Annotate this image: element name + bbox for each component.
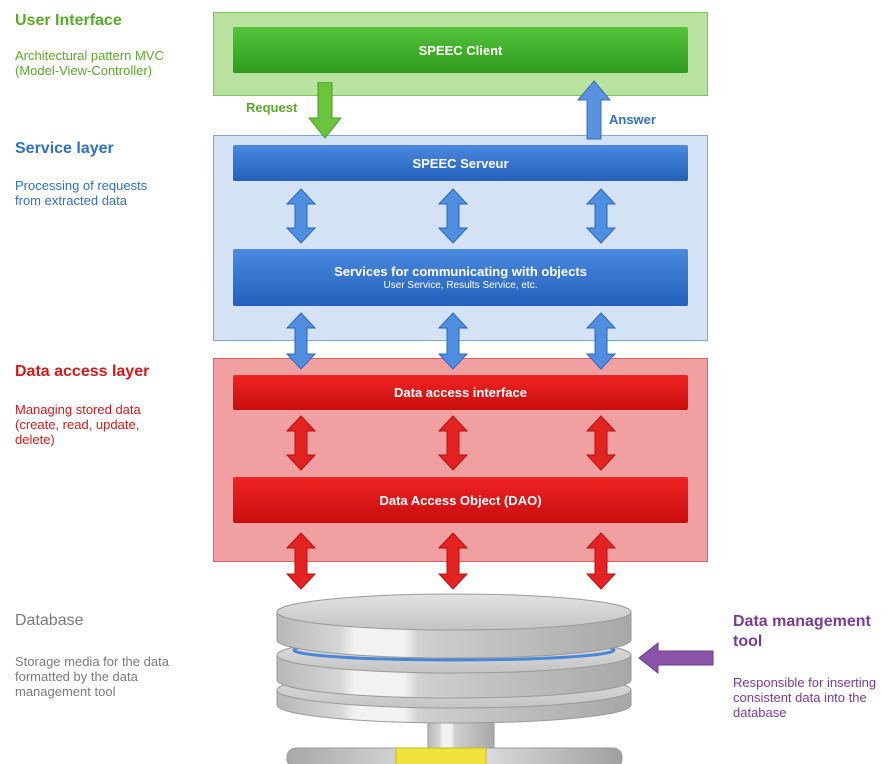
double-arrow-icon (586, 312, 616, 370)
dao-label: Data Access Object (DAO) (379, 492, 542, 508)
double-arrow-icon (586, 188, 616, 244)
double-arrow-icon (286, 532, 316, 590)
services-sub-label: User Service, Results Service, etc. (383, 280, 538, 291)
tool-title-line: Data management (733, 613, 871, 630)
service-section-desc: Processing of requests from extracted da… (15, 178, 147, 208)
speec-serveur-bar: SPEEC Serveur (233, 145, 688, 181)
data-desc-line: (create, read, update, (15, 417, 140, 432)
service-section-title: Service layer (15, 140, 114, 157)
data-section-desc: Managing stored data (create, read, upda… (15, 402, 141, 447)
tool-desc-line: consistent data into the (733, 690, 867, 705)
tool-desc-line: database (733, 705, 787, 720)
speec-serveur-label: SPEEC Serveur (412, 155, 509, 171)
request-arrow-icon (308, 82, 342, 139)
tool-section-desc: Responsible for inserting consistent dat… (733, 675, 876, 720)
speec-client-label: SPEEC Client (418, 42, 503, 58)
answer-label: Answer (609, 112, 656, 127)
service-desc-line: from extracted data (15, 193, 127, 208)
data-access-interface-bar: Data access interface (233, 375, 688, 410)
ui-section-desc: Architectural pattern MVC (Model-View-Co… (15, 48, 164, 78)
request-label: Request (246, 100, 298, 115)
speec-client-bar: SPEEC Client (233, 27, 688, 73)
ui-desc-line: (Model-View-Controller) (15, 63, 153, 78)
data-desc-line: Managing stored data (15, 402, 141, 417)
ui-desc-line: Architectural pattern MVC (15, 48, 164, 63)
double-arrow-icon (286, 188, 316, 244)
tool-desc-line: Responsible for inserting (733, 675, 877, 690)
data-section-title: Data access layer (15, 363, 150, 380)
answer-arrow-icon (577, 80, 611, 140)
tool-arrow-icon (638, 642, 714, 674)
data-access-interface-label: Data access interface (394, 385, 527, 400)
data-desc-line: delete) (15, 432, 55, 447)
service-desc-line: Processing of requests (15, 178, 148, 193)
double-arrow-icon (586, 532, 616, 590)
double-arrow-icon (438, 415, 468, 471)
tool-title-line: tool (733, 633, 763, 650)
ui-section-title: User Interface (15, 12, 122, 29)
services-label: Services for communicating with objects (334, 264, 587, 279)
double-arrow-icon (438, 532, 468, 590)
dao-bar: Data Access Object (DAO) (233, 477, 688, 523)
double-arrow-icon (438, 188, 468, 244)
double-arrow-icon (586, 415, 616, 471)
services-bar: Services for communicating with objects … (233, 249, 688, 306)
double-arrow-icon (286, 415, 316, 471)
database-desc-line: management tool (15, 684, 116, 699)
database-desc-line: formatted by the data (15, 669, 138, 684)
database-section-title: Database (15, 612, 84, 629)
database-desc-line: Storage media for the data (15, 654, 169, 669)
tool-section-title: Data management tool (733, 612, 871, 652)
double-arrow-icon (286, 312, 316, 370)
database-section-desc: Storage media for the data formatted by … (15, 654, 169, 699)
double-arrow-icon (438, 312, 468, 370)
